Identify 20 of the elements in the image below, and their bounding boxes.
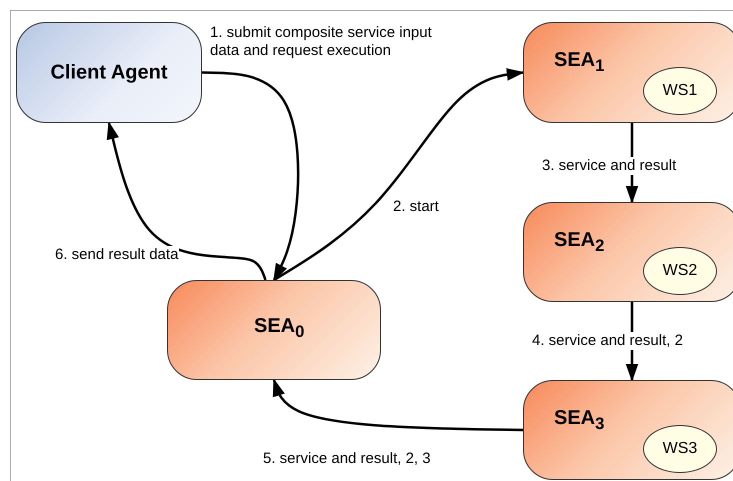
- edge-label: 3. service and result: [541, 157, 678, 175]
- service-ellipse: WS2: [643, 247, 717, 295]
- node-title: SEA$_{2}$: [554, 229, 604, 256]
- agent-box: [523, 202, 733, 302]
- agent-box: [523, 22, 733, 123]
- edge-label: 4. service and result, 2: [531, 332, 684, 350]
- node-title: SEA$_{0}$: [254, 315, 304, 342]
- node-title: SEA$_{1}$: [554, 49, 604, 76]
- agent-box: [16, 22, 202, 123]
- edge-label: 5. service and result, 2, 3: [262, 450, 432, 468]
- arrow: [272, 378, 524, 432]
- agent-box: [523, 380, 733, 480]
- arrow: [273, 68, 525, 282]
- node-title: Client Agent: [49, 61, 169, 84]
- service-ellipse: WS1: [643, 67, 717, 115]
- service-ellipse: WS3: [643, 425, 717, 473]
- arrow: [106, 121, 267, 280]
- agent-box: [167, 280, 381, 380]
- node-title: SEA$_{3}$: [554, 407, 604, 434]
- arrow: [202, 71, 300, 282]
